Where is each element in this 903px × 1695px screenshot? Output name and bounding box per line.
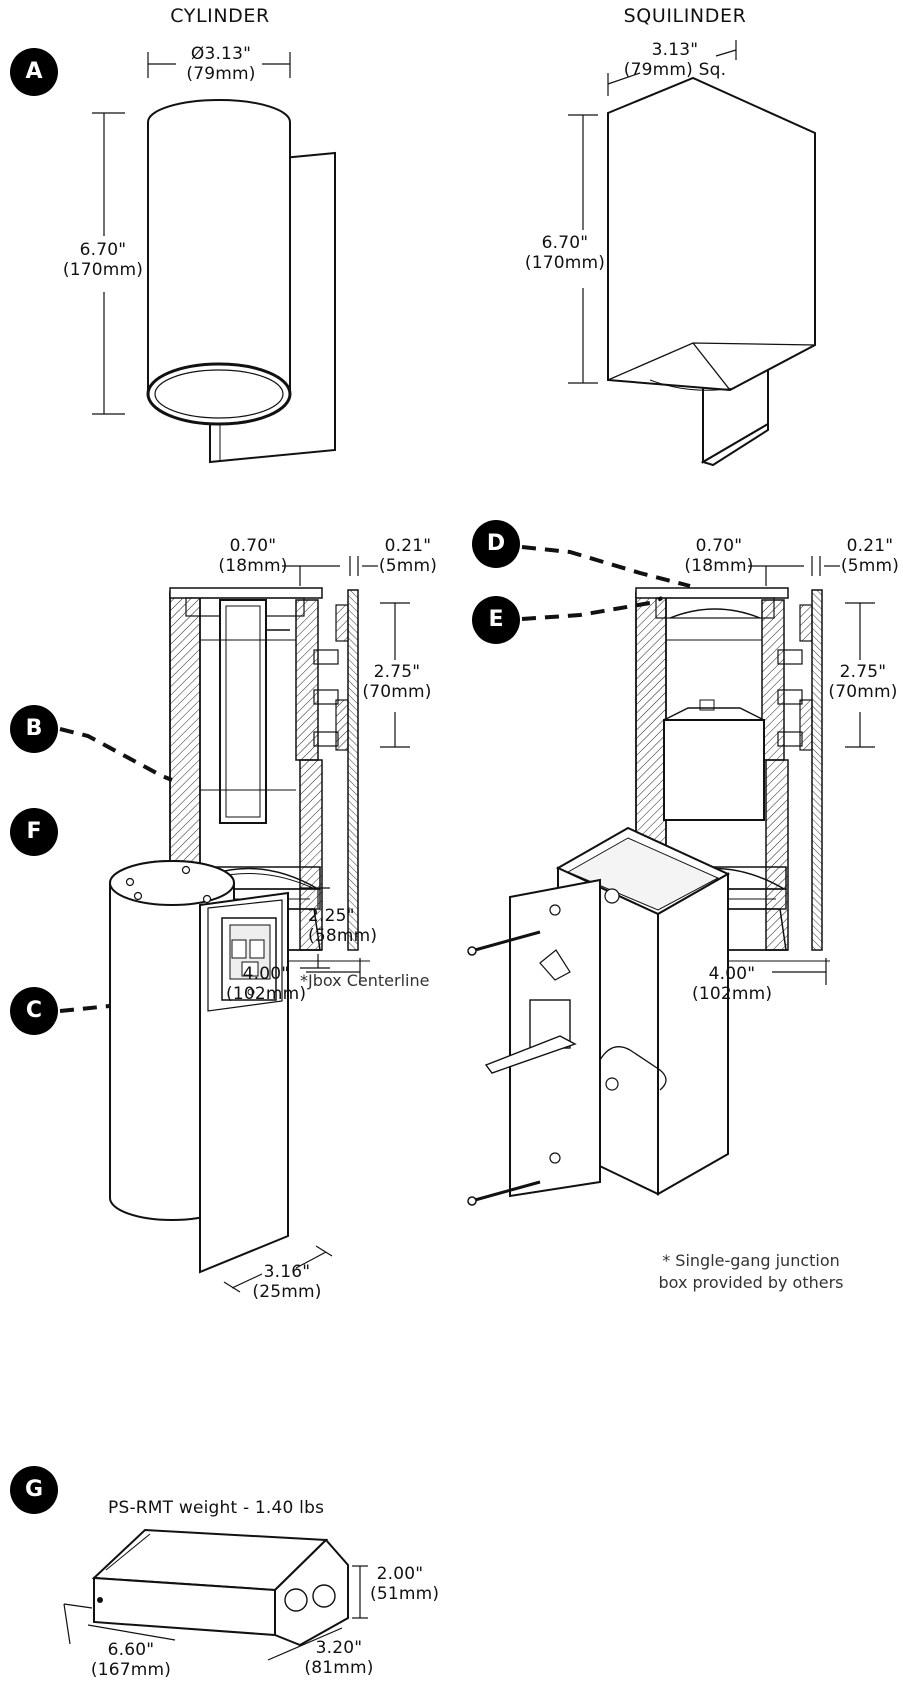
- squilinder-title: SQUILINDER: [623, 5, 747, 27]
- badge-c: C: [10, 987, 58, 1035]
- driver-box-drawing: [63, 1528, 368, 1661]
- jbox-centerline-note: *Jbox Centerline: [300, 971, 430, 990]
- cylinder-title: CYLINDER: [170, 5, 270, 27]
- dim-driver-width: 3.20"(81mm): [304, 1638, 374, 1678]
- dim-plate-width: 3.16"(25mm): [252, 1262, 322, 1302]
- badge-a: A: [10, 48, 58, 96]
- badge-g: G: [10, 1466, 58, 1514]
- leader-b: [59, 727, 173, 782]
- dim-sq-sec-plate: 0.21"(5mm): [840, 536, 900, 576]
- cylinder-body: [147, 99, 291, 396]
- dim-driver-height: 2.00"(51mm): [370, 1564, 440, 1604]
- leader-e: [521, 596, 663, 621]
- leader-d: [521, 545, 691, 588]
- squilinder-fixture-drawing: [568, 40, 816, 467]
- badge-f: F: [10, 808, 58, 856]
- driver-weight-label: PS-RMT weight - 1.40 lbs: [108, 1498, 325, 1518]
- dim-cyl-sec-plate: 0.21"(5mm): [378, 536, 438, 576]
- dim-cyl-height: 6.70"(170mm): [62, 240, 144, 280]
- dim-cyl-sec-depth: 4.00"(102mm): [226, 964, 307, 1004]
- badge-e: E: [472, 596, 520, 644]
- dim-cyl-diameter: Ø3.13"(79mm): [186, 44, 256, 84]
- dim-sq-sec-mount: 2.75"(70mm): [828, 662, 898, 702]
- mounting-junction-box: [467, 826, 731, 1206]
- dim-jbox-offset: 2.25"(58mm): [308, 906, 378, 946]
- dim-sq-height: 6.70"(170mm): [524, 233, 606, 273]
- cylinder-opening: [146, 362, 292, 426]
- squilinder-section-drawing: [635, 556, 875, 985]
- dim-cyl-sec-offset: 0.70"(18mm): [218, 536, 288, 576]
- dim-sq-sec-depth: 4.00"(102mm): [692, 964, 773, 1004]
- cylinder-fixture-drawing: [92, 52, 336, 464]
- badge-b: B: [10, 705, 58, 753]
- dim-sq-sec-offset: 0.70"(18mm): [684, 536, 754, 576]
- mounting-cylinder-plate: [109, 860, 333, 1293]
- dim-cyl-sec-mount: 2.75"(70mm): [362, 662, 432, 702]
- badge-d: D: [472, 520, 520, 568]
- dim-driver-length: 6.60"(167mm): [90, 1640, 172, 1680]
- dim-sq-width: 3.13"(79mm) Sq.: [623, 40, 727, 80]
